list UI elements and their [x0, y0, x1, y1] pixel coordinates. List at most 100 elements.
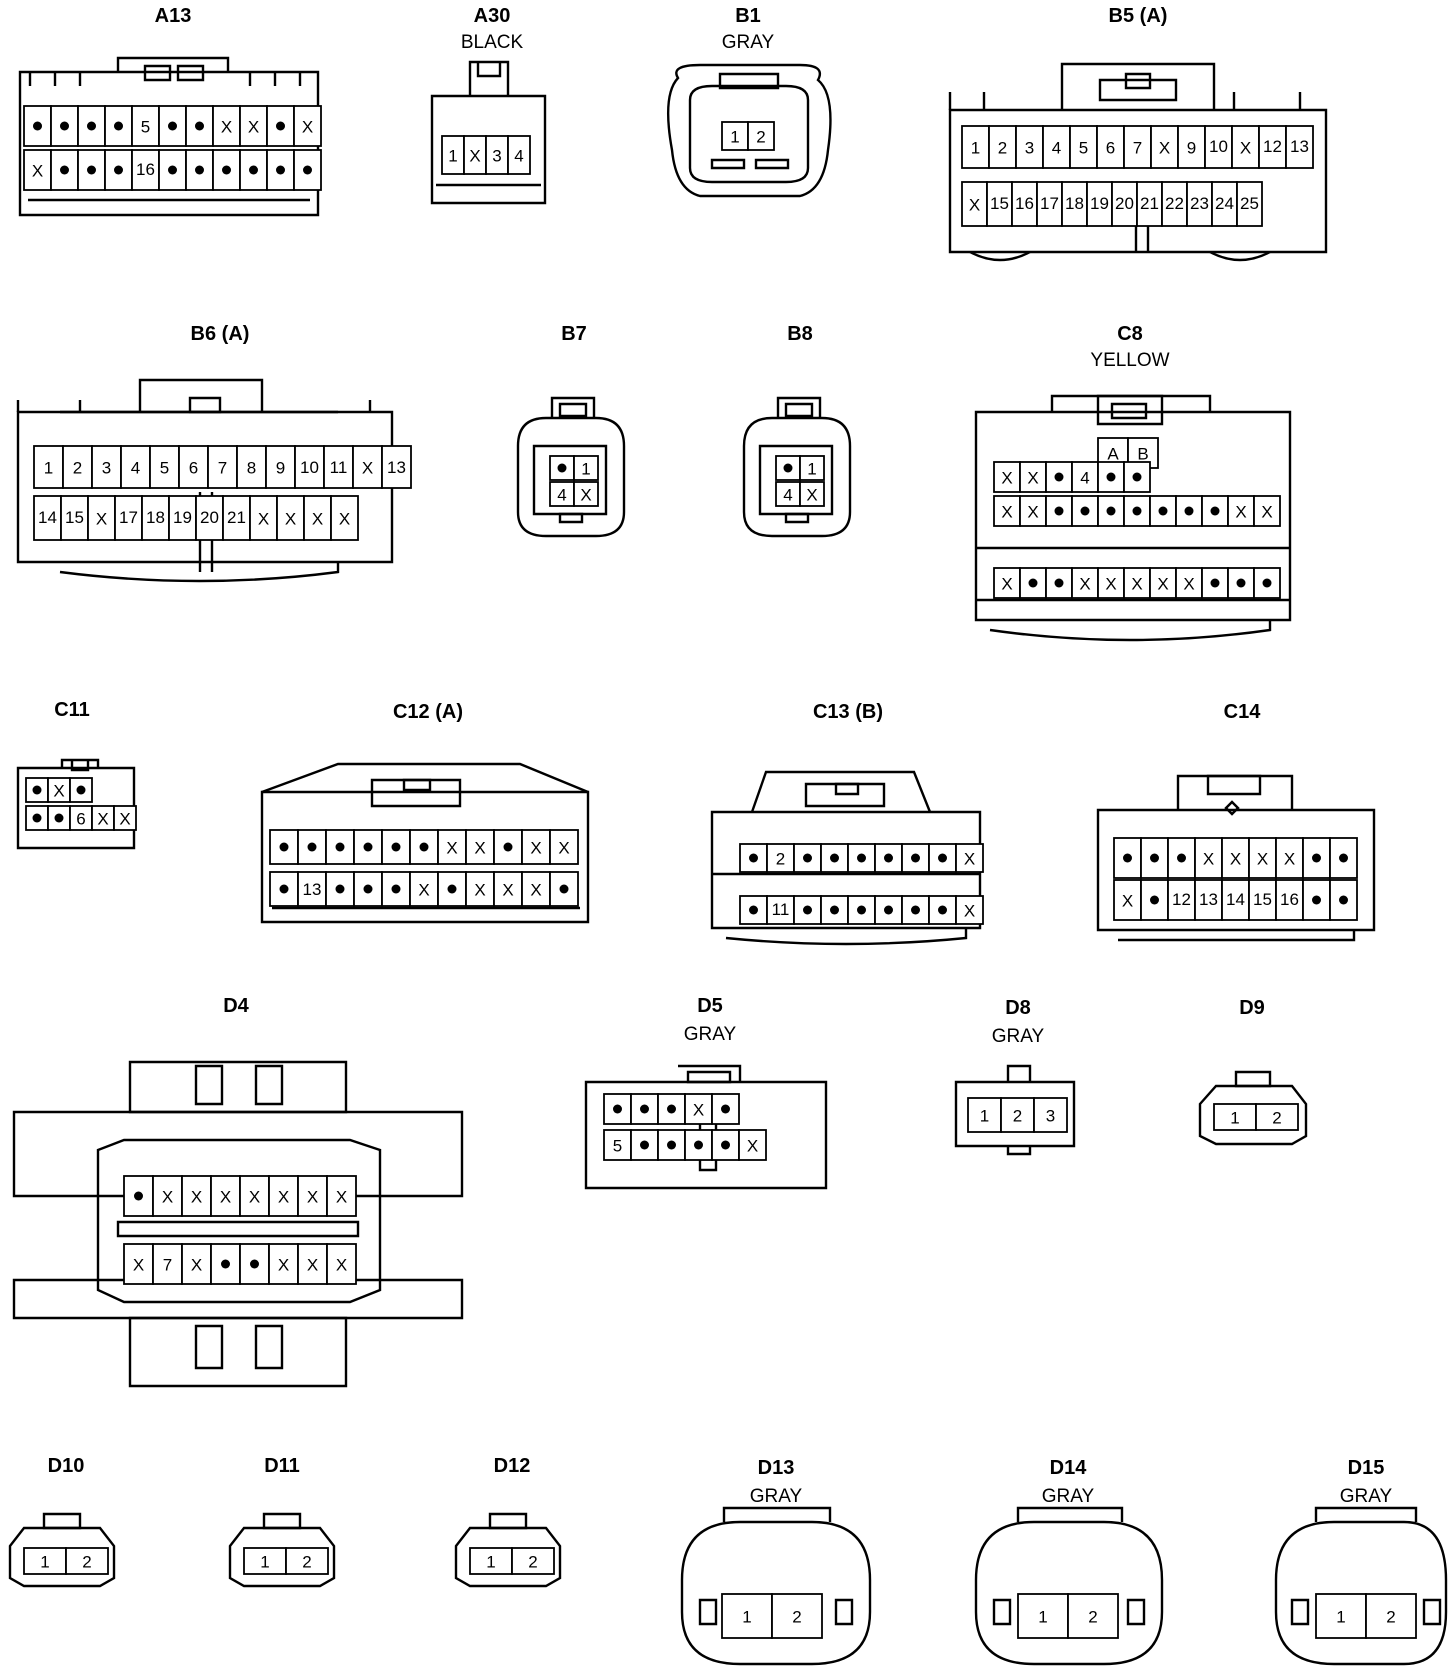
connector-housing — [59, 410, 340, 583]
empty-pin-mark: X — [1027, 468, 1038, 487]
empty-pin-mark: X — [1001, 502, 1012, 521]
unused-pin-dot — [60, 165, 69, 175]
unused-pin-dot — [195, 121, 204, 131]
connector-title: D13 — [758, 1457, 795, 1479]
pin-cavity — [507, 135, 531, 175]
pin-cavity — [993, 461, 1021, 493]
connector-housing — [758, 444, 834, 516]
pin-number: 4 — [783, 485, 792, 504]
pin-cavity — [1097, 567, 1125, 599]
connector-housing — [261, 762, 589, 794]
pin-number: 2 — [1013, 1106, 1022, 1125]
pin-number: 2 — [1272, 1108, 1281, 1127]
pin-cavity — [409, 871, 439, 907]
connector-title: D14 — [1050, 1457, 1088, 1479]
pin-number: 2 — [302, 1552, 311, 1571]
connector-housing — [402, 778, 432, 792]
pin-cavity — [799, 455, 825, 481]
connector-title: A30 — [474, 5, 511, 27]
empty-pin-mark: X — [1230, 849, 1241, 868]
empty-pin-mark: X — [258, 509, 269, 528]
pin-number: 8 — [247, 458, 256, 477]
pin-cavity — [1275, 837, 1304, 879]
connector-housing — [722, 1506, 832, 1522]
pin-cavity — [1113, 879, 1142, 921]
connector-housing — [116, 56, 230, 72]
connector-title: B8 — [787, 323, 813, 345]
pin-number: 17 — [119, 508, 138, 527]
pin-cavity — [33, 495, 62, 541]
connector-housing — [138, 378, 264, 412]
connector-housing — [969, 250, 1271, 262]
unused-pin-dot — [195, 165, 204, 175]
connector-housing — [1118, 930, 1356, 942]
unused-pin-dot — [667, 1140, 676, 1150]
empty-pin-mark: X — [1131, 574, 1142, 593]
pin-number: 16 — [1280, 890, 1299, 909]
pin-cavity — [993, 567, 1021, 599]
pin-cavity — [1275, 879, 1304, 921]
pin-cavity — [178, 445, 209, 489]
unused-pin-dot — [168, 121, 177, 131]
unused-pin-dot — [749, 853, 758, 863]
connector-housing — [974, 410, 1292, 622]
connector-title: C11 — [54, 699, 90, 721]
unused-pin-dot — [1123, 853, 1132, 863]
unused-pin-dot — [911, 853, 920, 863]
empty-pin-mark: X — [1261, 502, 1272, 521]
unused-pin-dot — [221, 1259, 230, 1269]
pin-number: 5 — [613, 1136, 622, 1155]
empty-pin-mark: X — [1001, 468, 1012, 487]
connector-housing — [550, 396, 596, 418]
empty-pin-mark: X — [530, 880, 541, 899]
empty-pin-mark: X — [469, 146, 480, 165]
connector-housing — [176, 64, 205, 82]
pin-number: 10 — [300, 458, 319, 477]
connector-housing — [948, 92, 1302, 110]
pin-number: 6 — [189, 458, 198, 477]
unused-pin-dot — [1106, 472, 1116, 482]
pin-cavity — [955, 843, 984, 873]
pin-number: 4 — [131, 458, 140, 477]
empty-pin-mark: X — [162, 1187, 173, 1206]
empty-pin-mark: X — [1105, 574, 1116, 593]
pin-cavity — [1221, 879, 1250, 921]
unused-pin-dot — [134, 1191, 143, 1201]
connector-housing — [1206, 774, 1262, 796]
unused-pin-dot — [503, 842, 513, 852]
pin-cavity — [1096, 125, 1125, 169]
connector-housing — [1096, 394, 1164, 426]
pin-number: 15 — [990, 194, 1009, 213]
empty-pin-mark: X — [474, 838, 485, 857]
connector-title: B1 — [735, 5, 761, 27]
pin-number: 1 — [448, 146, 457, 165]
empty-pin-mark: X — [336, 1187, 347, 1206]
empty-pin-mark: X — [119, 809, 130, 828]
empty-pin-mark: X — [1203, 849, 1214, 868]
connector-housing — [1096, 808, 1376, 932]
connector-housing — [1110, 402, 1148, 420]
pin-cavity — [1365, 1593, 1417, 1639]
pin-cavity — [195, 495, 224, 541]
pin-number: 1 — [486, 1552, 495, 1571]
connector-housing — [710, 810, 982, 930]
connector-housing — [1290, 1598, 1442, 1626]
unused-pin-dot — [279, 842, 289, 852]
pin-cavity — [993, 495, 1021, 527]
connector-housing — [718, 72, 780, 90]
pin-number: 2 — [1386, 1607, 1395, 1626]
pin-number: 13 — [1199, 890, 1218, 909]
empty-pin-mark: X — [1079, 574, 1090, 593]
pin-cavity — [1019, 495, 1047, 527]
pin-number: 2 — [73, 458, 82, 477]
pin-cavity — [65, 1547, 109, 1575]
connector-title: D9 — [1239, 997, 1265, 1019]
pin-cavity — [1071, 567, 1099, 599]
empty-pin-mark: X — [964, 849, 975, 868]
pin-cavity — [1285, 125, 1314, 169]
